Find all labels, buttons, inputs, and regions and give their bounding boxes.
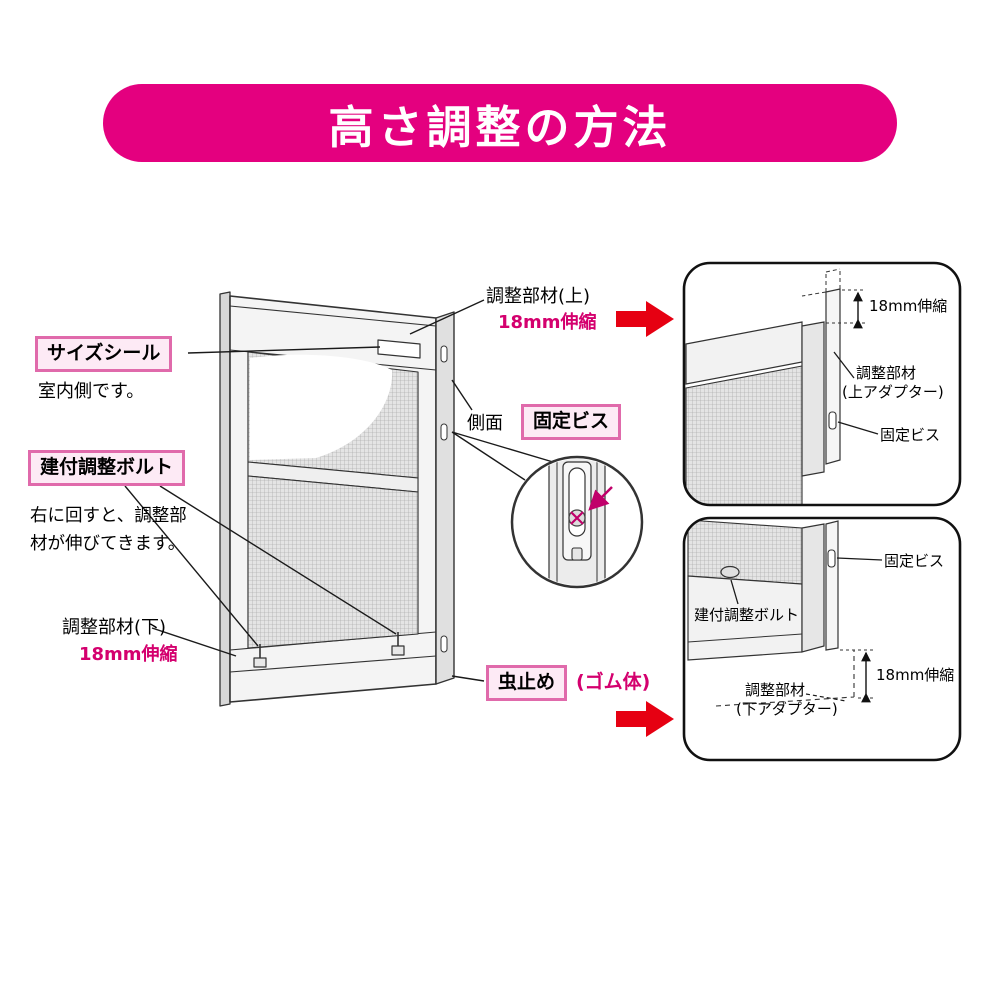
fixing-screw-detail-circle: [510, 455, 644, 589]
page-title: 高さ調整の方法: [328, 100, 672, 154]
panel-top-screw-label: 固定ビス: [880, 426, 941, 444]
adjust-bolt-label: 建付調整ボルト: [28, 450, 186, 486]
panel-top-member-label-2: (上アダプター): [842, 383, 944, 401]
lower-mesh: [247, 475, 419, 649]
adjust-bolt-head: [720, 565, 740, 579]
arrow-to-bottom-panel: [616, 701, 674, 737]
member-top-label: 調整部材(上): [486, 286, 591, 307]
extend-18mm-top-label: 18mm伸縮: [498, 312, 597, 333]
panel-bottom-member-label-2: (下アダプター): [736, 700, 838, 718]
arrow-to-top-panel: [616, 301, 674, 337]
panel-bottom-bolt-label: 建付調整ボルト: [694, 606, 800, 624]
detail-panel-top: [682, 261, 962, 507]
leader-lines: [124, 299, 554, 682]
panel-bottom-member-label-1: 調整部材: [745, 681, 806, 699]
adjust-bolt-note: 右に回すと、調整部材が伸びてきます。: [30, 506, 187, 554]
page-title-banner: 高さ調整の方法: [103, 84, 897, 162]
member-bottom-label: 調整部材(下): [62, 617, 167, 638]
panel-top-extend-label: 18mm伸縮: [869, 297, 948, 315]
insect-stop-label: 虫止め: [486, 665, 568, 701]
adjust-bolt-right: [391, 632, 405, 656]
panel-bottom-extend-label: 18mm伸縮: [876, 666, 955, 684]
screen-door-drawing: [219, 291, 455, 707]
size-seal-label: サイズシール: [35, 336, 173, 372]
indoor-side-note: 室内側です。: [38, 381, 145, 402]
detail-panel-bottom: [682, 516, 962, 762]
size-seal-sticker: [377, 339, 421, 359]
rubber-body-label: (ゴム体): [576, 671, 651, 693]
adjust-bolt-left: [253, 644, 267, 668]
side-face-label: 側面: [467, 413, 503, 434]
panel-top-member-label-1: 調整部材: [856, 364, 917, 382]
fixing-screw-label: 固定ビス: [521, 404, 622, 440]
panel-bottom-screw-label: 固定ビス: [884, 552, 945, 570]
extend-18mm-bottom-label: 18mm伸縮: [79, 644, 178, 665]
screw-pointer-arrow: [588, 486, 613, 511]
